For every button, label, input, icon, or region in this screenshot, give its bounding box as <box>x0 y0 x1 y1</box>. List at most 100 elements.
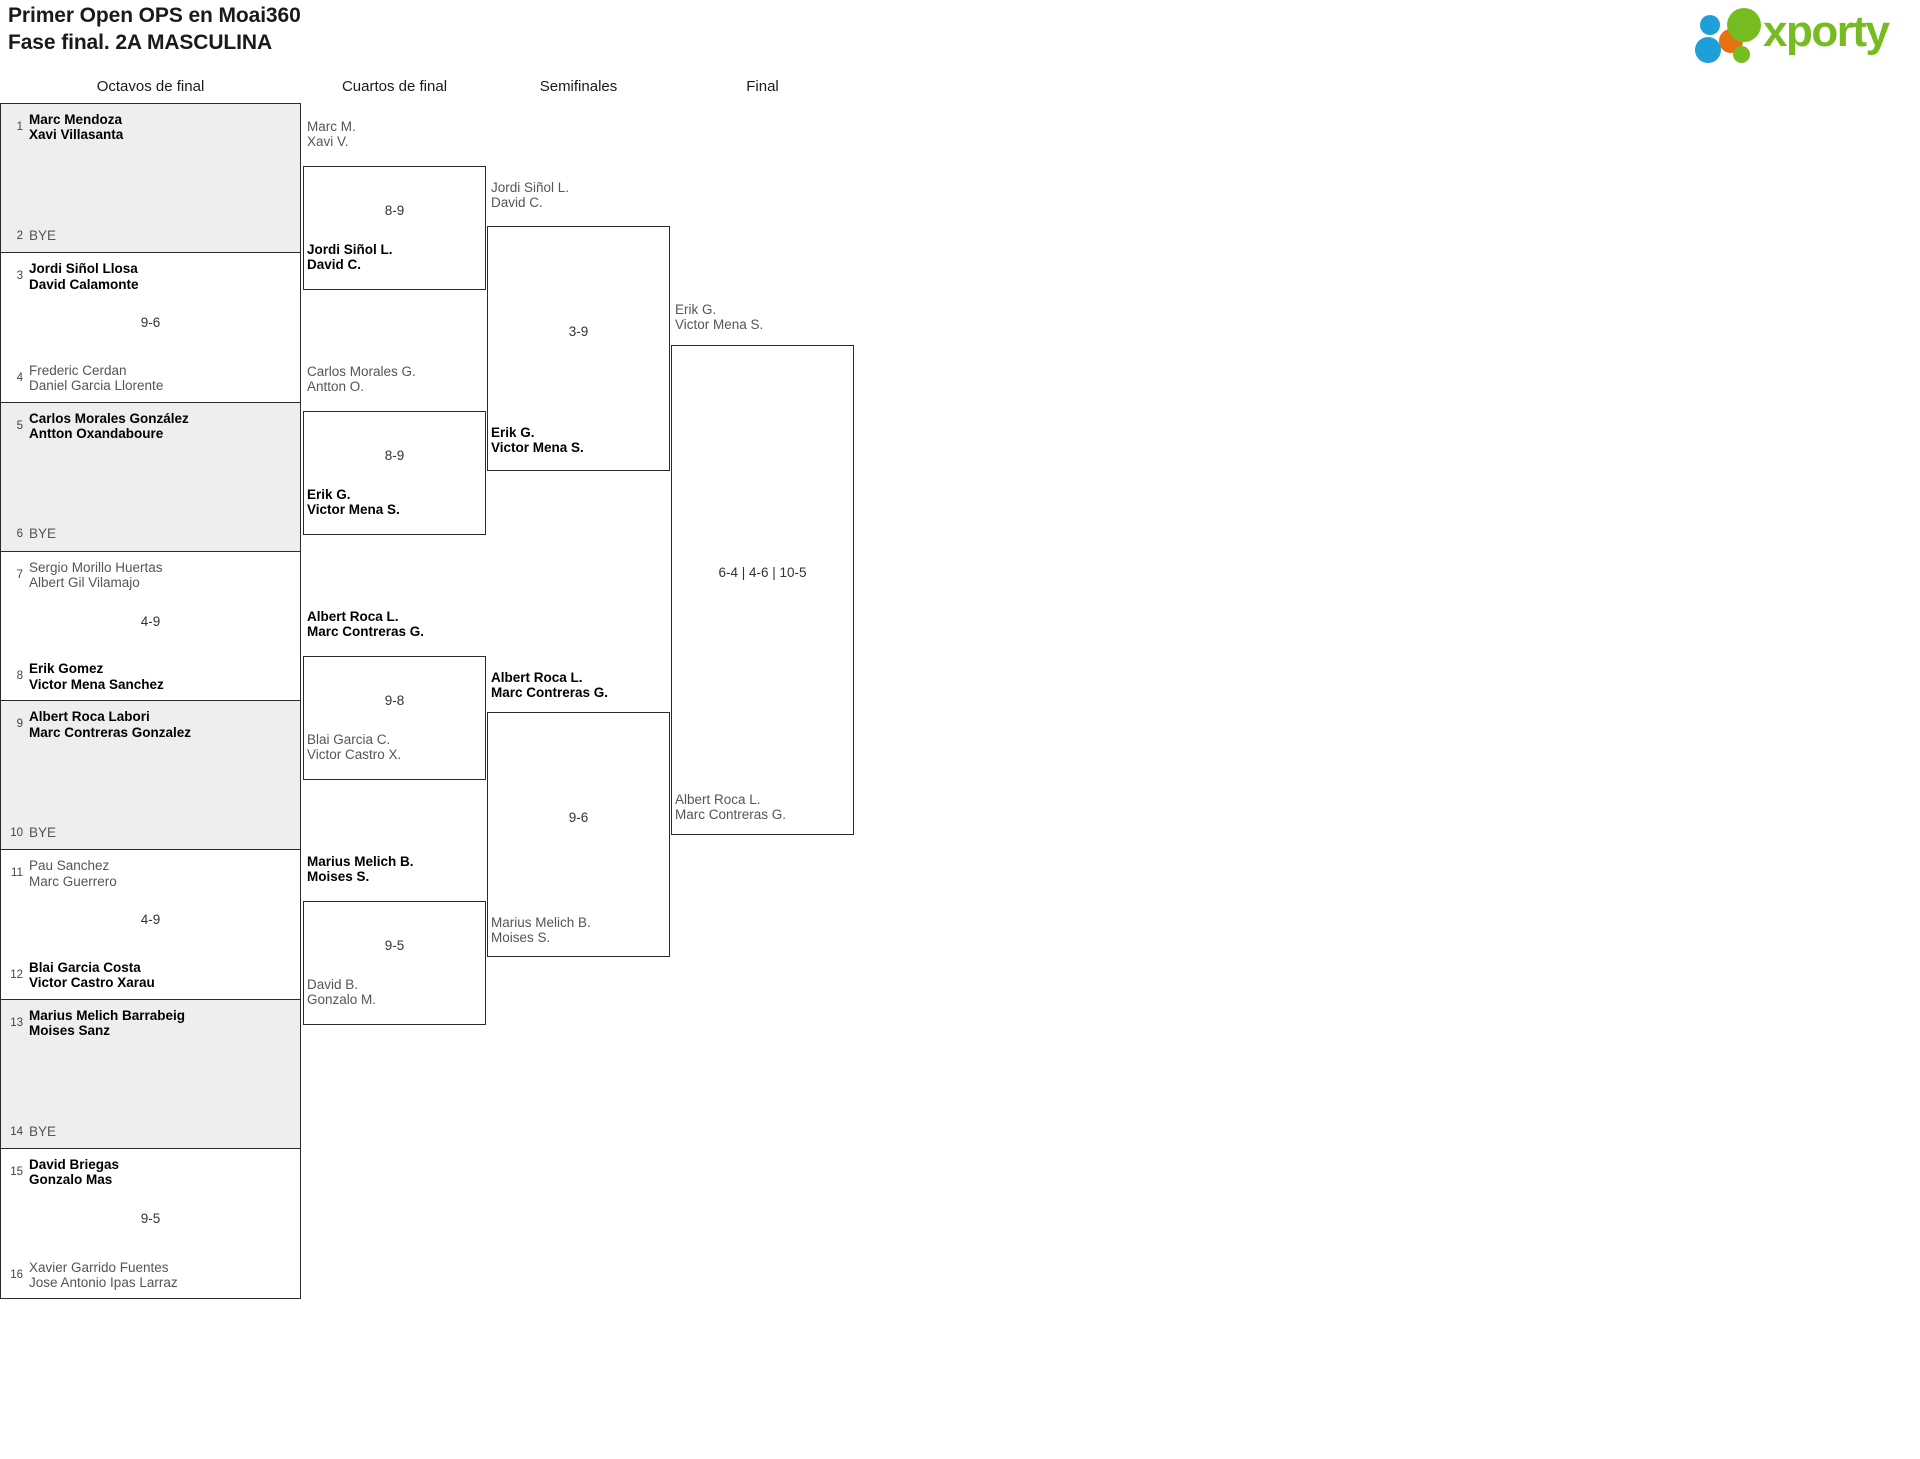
qf-team-top: Carlos Morales G.Antton O. <box>307 364 416 395</box>
sf-match-box[interactable]: 9-6 <box>487 712 670 957</box>
match-score: 3-9 <box>568 323 589 339</box>
qf-match-box[interactable]: 9-8 <box>303 656 486 780</box>
sf-team-bottom: Erik G.Victor Mena S. <box>491 425 584 456</box>
round-header-final: Final <box>746 78 779 95</box>
xporty-logo: xporty <box>1691 4 1906 63</box>
seed-number: 4 <box>16 371 23 384</box>
seed-number: 5 <box>16 419 23 432</box>
final-team-top: Erik G.Victor Mena S. <box>675 302 764 333</box>
final-match-box[interactable]: 6-4 | 4-6 | 10-5 <box>671 345 854 835</box>
seed-number: 1 <box>16 121 23 133</box>
r16-team-bye: 6 BYE <box>1 526 300 542</box>
match-score: 9-6 <box>140 315 161 331</box>
round-header-r16: Octavos de final <box>96 78 205 95</box>
match-score: 6-4 | 4-6 | 10-5 <box>718 565 807 580</box>
sf-team-top: Jordi Siñol L.David C. <box>491 180 570 211</box>
qf-match-box[interactable]: 8-9 <box>303 166 486 290</box>
match-score: 9-5 <box>140 1211 161 1227</box>
seed-number: 11 <box>11 867 23 880</box>
logo-dot-blue-small <box>1700 15 1720 35</box>
r16-team-bye: 2 BYE <box>1 228 300 244</box>
match-score: 4-9 <box>140 912 161 928</box>
match-score: 9-5 <box>384 938 405 953</box>
qf-team-bottom: Erik G.Victor Mena S. <box>307 487 400 518</box>
match-score: 8-9 <box>384 203 405 218</box>
qf-team-bottom: David B.Gonzalo M. <box>307 977 377 1008</box>
seed-number: 16 <box>10 1268 23 1281</box>
seed-number: 10 <box>10 827 23 840</box>
seed-number: 8 <box>16 670 23 683</box>
bye-label: BYE <box>29 526 57 542</box>
round-header-sf: Semifinales <box>539 78 618 95</box>
logo-dot-green-large <box>1727 8 1761 42</box>
r16-team-bye: 14 BYE <box>1 1124 300 1140</box>
seed-number: 15 <box>10 1166 23 1179</box>
round-header-qf: Cuartos de final <box>341 78 448 95</box>
qf-team-top: Marius Melich B.Moises S. <box>307 854 414 885</box>
seed-number: 6 <box>16 528 23 541</box>
qf-team-top: Albert Roca L.Marc Contreras G. <box>307 609 425 640</box>
sf-team-top: Albert Roca L.Marc Contreras G. <box>491 670 609 701</box>
seed-number: 7 <box>16 568 23 581</box>
brand-wordmark: xporty <box>1763 7 1890 56</box>
match-score: 4-9 <box>140 613 161 629</box>
match-score: 9-8 <box>384 693 405 708</box>
qf-team-bottom: Jordi Siñol L.David C. <box>307 242 393 273</box>
match-score: 9-6 <box>568 809 589 825</box>
page-title: Primer Open OPS en Moai360 Fase final. 2… <box>8 4 301 54</box>
seed-number: 9 <box>16 718 23 731</box>
seed-number: 14 <box>10 1125 23 1138</box>
final-team-bottom: Albert Roca L.Marc Contreras G. <box>675 792 787 823</box>
r16-team-bye: 10 BYE <box>1 825 300 841</box>
seed-number: 12 <box>10 968 23 981</box>
bye-label: BYE <box>29 825 57 841</box>
logo-dot-green-small <box>1733 46 1750 63</box>
bye-label: BYE <box>29 227 57 243</box>
qf-team-top: Marc M.Xavi V. <box>307 119 356 150</box>
qf-match-box[interactable]: 8-9 <box>303 411 486 535</box>
qf-team-bottom: Blai Garcia C.Victor Castro X. <box>307 732 402 763</box>
match-score: 8-9 <box>384 448 405 463</box>
seed-number: 2 <box>16 229 23 242</box>
logo-dot-blue-large <box>1695 37 1721 63</box>
bye-label: BYE <box>29 1123 57 1139</box>
sf-match-box[interactable]: 3-9 <box>487 226 670 471</box>
sf-team-bottom: Marius Melich B.Moises S. <box>491 915 591 946</box>
seed-number: 13 <box>10 1016 23 1029</box>
seed-number: 3 <box>16 270 23 283</box>
qf-match-box[interactable]: 9-5 <box>303 901 486 1025</box>
